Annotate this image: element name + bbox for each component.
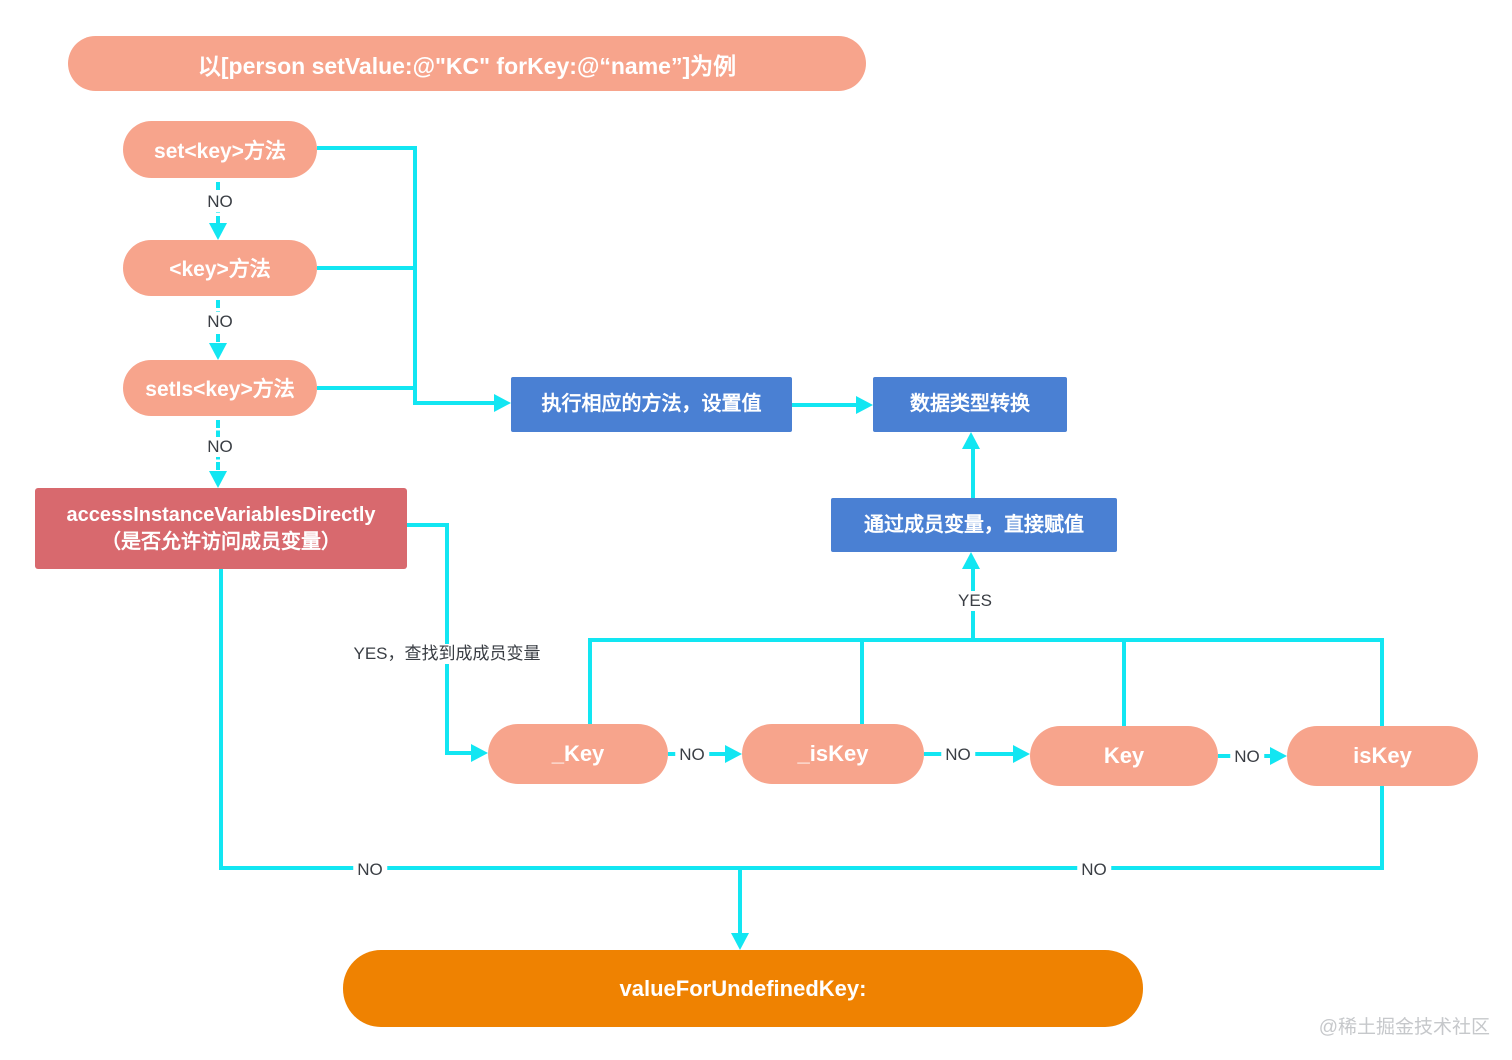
- arrowhead-into-undefined: [731, 933, 749, 950]
- node-type-convert: 数据类型转换: [873, 377, 1067, 432]
- connector-access-yes-stub: [407, 523, 447, 527]
- node-setis-key-label: setIs<key>方法: [145, 378, 295, 401]
- connector-access-no-down: [219, 569, 223, 868]
- arrowhead-into-key: [209, 223, 227, 240]
- edge-label-no-7: NO: [353, 860, 387, 880]
- node-access-instance-variables-directly: accessInstanceVariablesDirectly （是否允许访问成…: [35, 488, 407, 569]
- arrowhead-into-assign-bottom: [962, 552, 980, 569]
- ivar-iskey-label: isKey: [1353, 743, 1412, 768]
- access-line1: accessInstanceVariablesDirectly: [66, 503, 376, 526]
- ivar-underscore-key-label: _Key: [551, 741, 605, 766]
- connector-drop-underscore-iskey: [860, 638, 864, 726]
- edge-label-no-8: NO: [1077, 860, 1111, 880]
- access-line2: （是否允许访问成员变量）: [101, 530, 341, 553]
- node-exec-method-set-value: 执行相应的方法，设置值: [511, 377, 792, 432]
- edge-label-no-4: NO: [675, 745, 709, 765]
- title-text: 以[person setValue:@"KC" forKey:@“name”]为…: [197, 52, 737, 79]
- node-key-method: <key>方法: [123, 240, 317, 296]
- connector-into-exec: [413, 401, 495, 405]
- node-assign-via-ivar: 通过成员变量，直接赋值: [831, 498, 1117, 552]
- edge-label-no-5: NO: [941, 745, 975, 765]
- node-ivar-key: Key: [1030, 726, 1218, 786]
- exec-method-label: 执行相应的方法，设置值: [541, 393, 762, 415]
- value-for-undefined-key-label: valueForUndefinedKey:: [619, 975, 867, 1001]
- edge-label-yes: YES: [953, 591, 997, 611]
- connector-ivar-rail: [588, 638, 1384, 642]
- node-set-key-method: set<key>方法: [123, 121, 317, 178]
- connector-into-undefined: [738, 868, 742, 936]
- connector-assign-to-convert: [971, 448, 975, 498]
- connector-setkey-stub: [317, 146, 415, 150]
- connector-setiskey-stub: [317, 386, 415, 390]
- edge-label-no-3: NO: [203, 437, 237, 457]
- type-convert-label: 数据类型转换: [910, 393, 1030, 415]
- watermark-text: @稀土掘金技术社区: [1318, 1017, 1490, 1038]
- title-banner: 以[person setValue:@"KC" forKey:@“name”]为…: [68, 36, 866, 91]
- node-ivar-underscore-iskey: _isKey: [742, 724, 924, 784]
- arrowhead-into-underscore-key: [471, 744, 488, 762]
- edge-label-no-6: NO: [1230, 747, 1264, 767]
- arrowhead-into-convert-bottom: [962, 432, 980, 449]
- ivar-key-label: Key: [1103, 743, 1145, 768]
- ivar-underscore-iskey-label: _isKey: [797, 741, 869, 766]
- connector-exec-to-convert: [792, 403, 856, 407]
- edge-label-no-2: NO: [203, 312, 237, 332]
- connector-access-yes-vertical: [445, 523, 449, 755]
- connector-collector-vertical: [413, 146, 417, 405]
- arrowhead-into-convert: [856, 396, 873, 414]
- node-ivar-underscore-key: _Key: [488, 724, 668, 784]
- arrowhead-into-exec: [494, 394, 511, 412]
- connector-drop-underscore-key: [588, 638, 592, 726]
- node-set-key-label: set<key>方法: [154, 139, 286, 163]
- connector-key-stub: [317, 266, 415, 270]
- arrowhead-into-ivar-key: [1013, 745, 1030, 763]
- connector-into-underscore-key: [445, 751, 473, 755]
- connector-drop-key: [1122, 638, 1126, 728]
- arrowhead-into-ivar-iskey: [1270, 747, 1287, 765]
- arrowhead-into-underscore-iskey: [725, 745, 742, 763]
- node-key-label: <key>方法: [169, 258, 271, 281]
- assign-via-ivar-label: 通过成员变量，直接赋值: [864, 513, 1084, 536]
- arrowhead-into-setiskey: [209, 343, 227, 360]
- edge-label-yes-found-ivar: YES，查找到成成员变量: [349, 644, 545, 664]
- node-ivar-iskey: isKey: [1287, 726, 1478, 786]
- arrowhead-into-access: [209, 471, 227, 488]
- connector-fail-rail: [219, 866, 1384, 870]
- node-setis-key-method: setIs<key>方法: [123, 360, 317, 416]
- edge-label-no-1: NO: [203, 192, 237, 212]
- node-value-for-undefined-key: valueForUndefinedKey:: [343, 950, 1143, 1027]
